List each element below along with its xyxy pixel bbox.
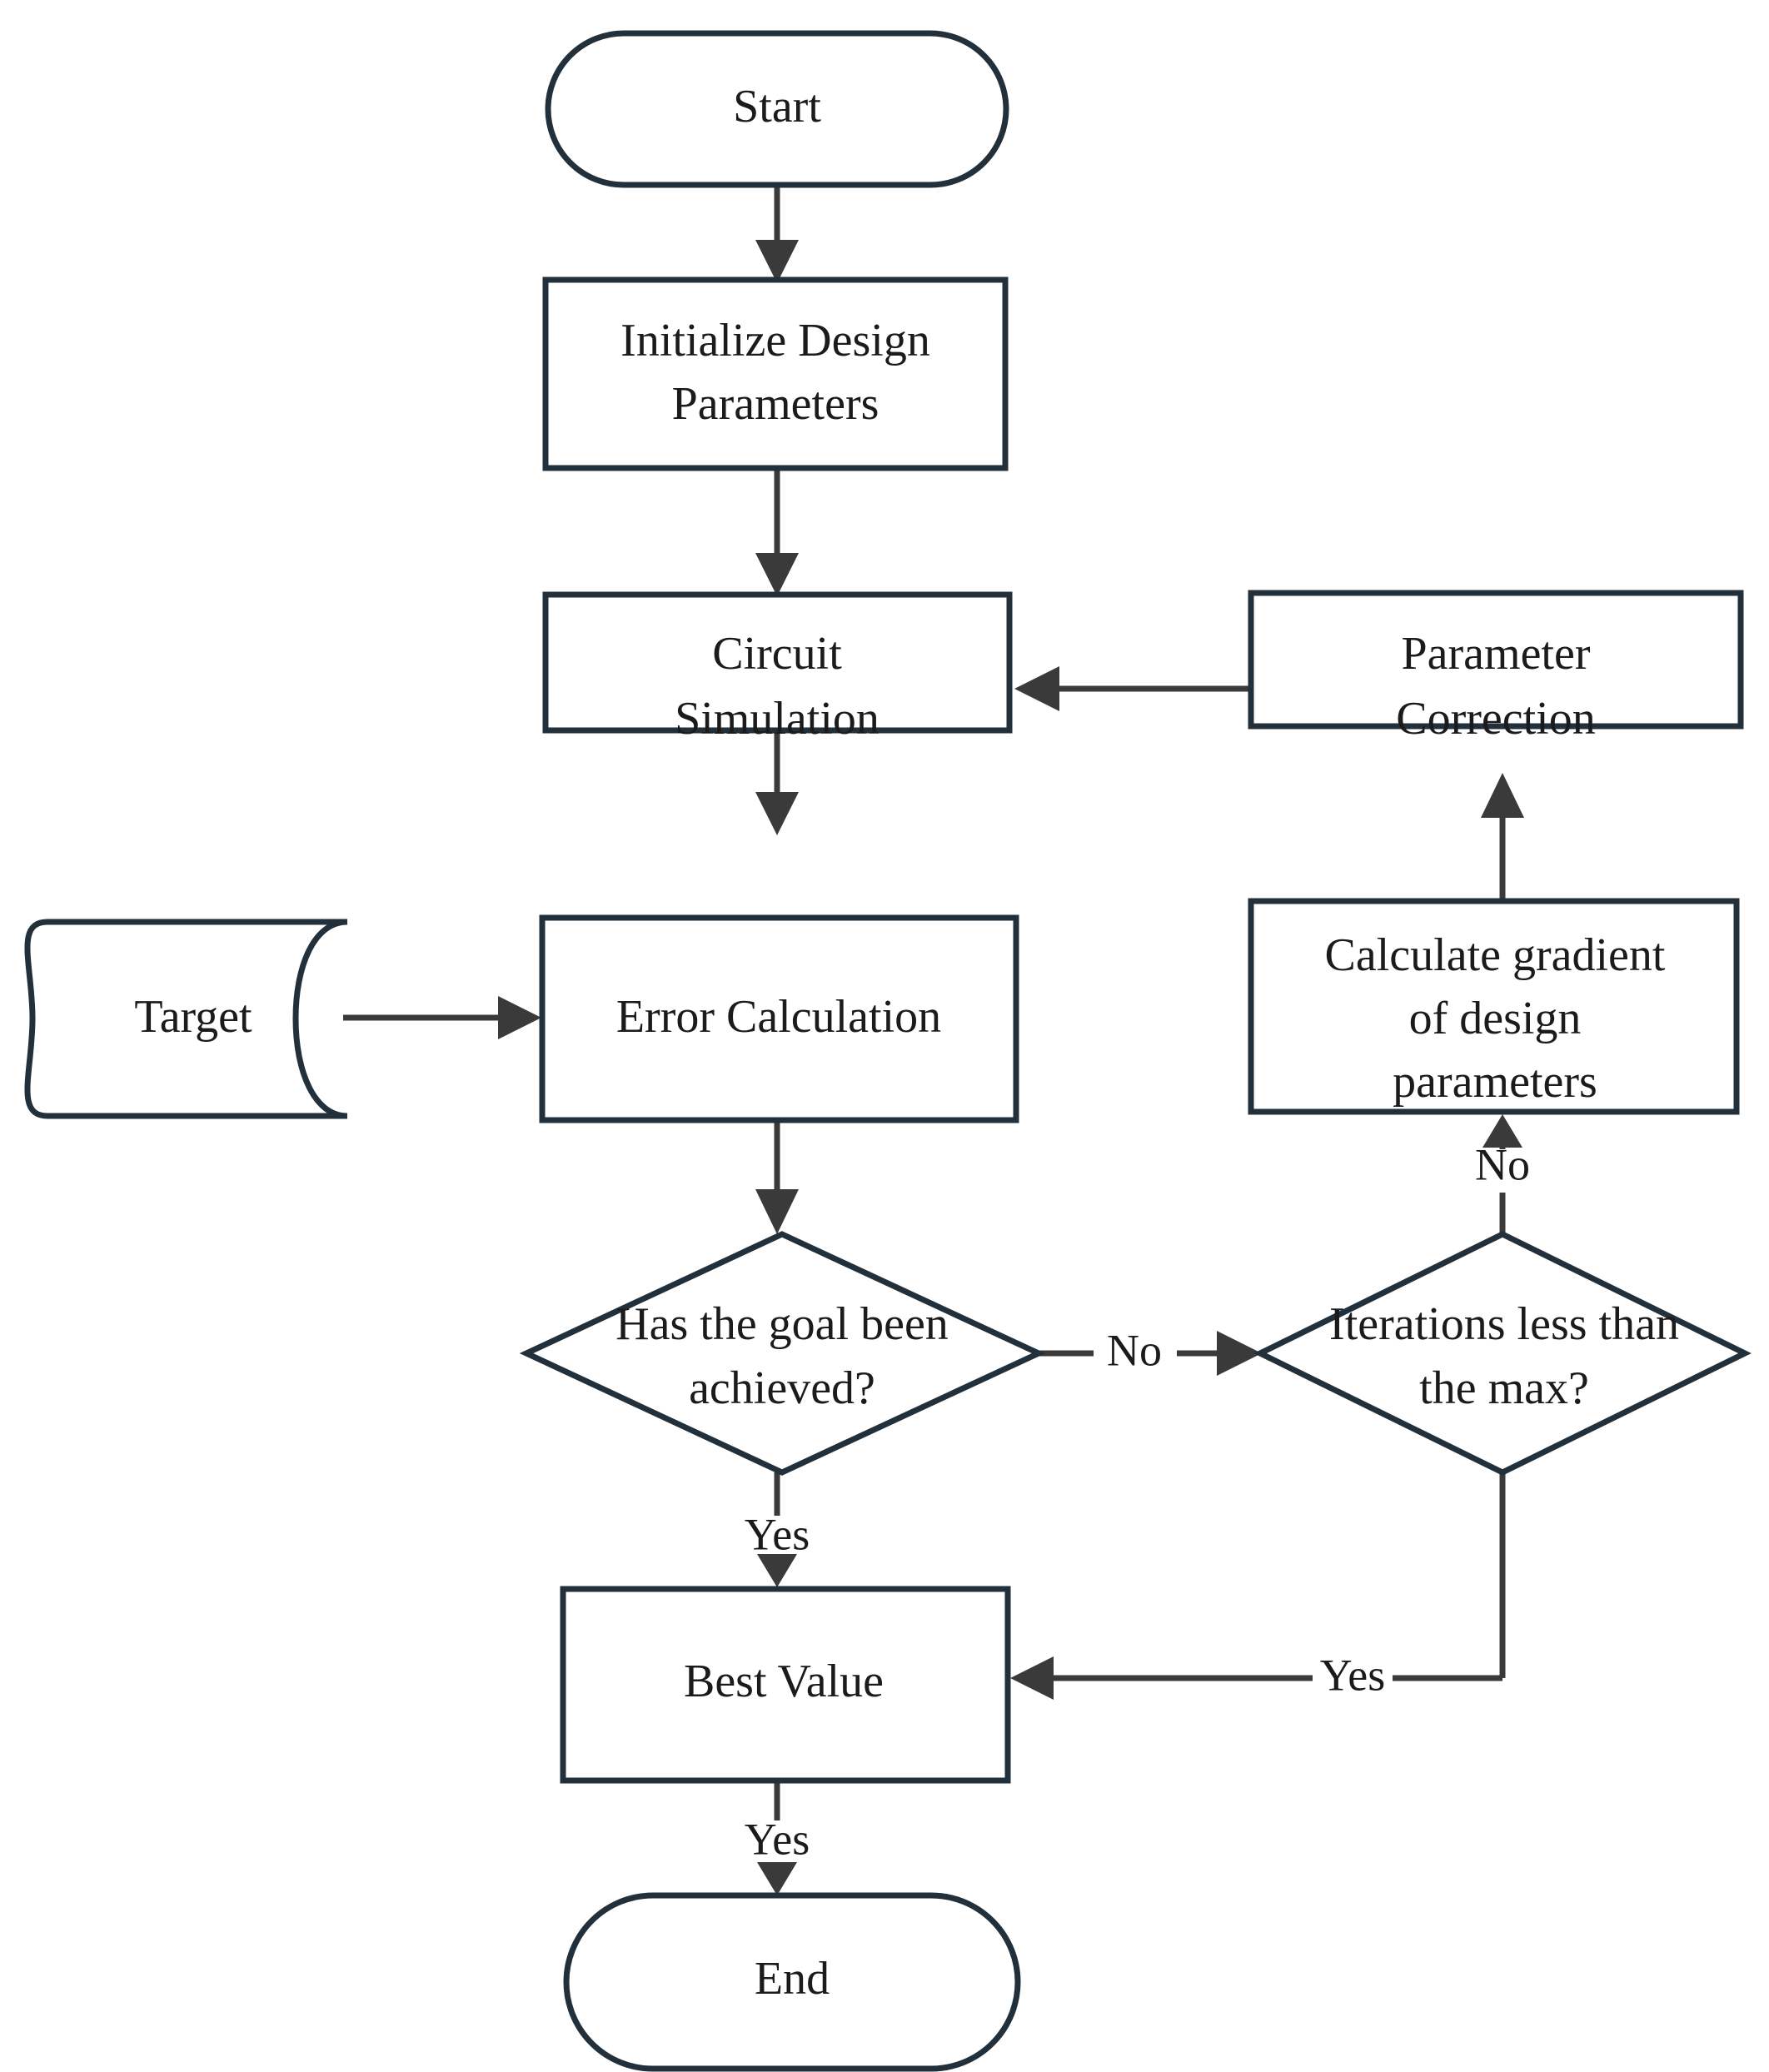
node-goal-decision-label-line1: Has the goal been [615, 1298, 949, 1350]
edge-target-to-error-calculation [343, 996, 541, 1039]
edge-iteration-decision-no-to-gradient: No [1475, 1114, 1530, 1234]
edge-parameter-correction-to-circuit-simulation [1014, 666, 1249, 711]
node-error-calculation[interactable]: Error Calculation [539, 914, 1019, 1123]
edge-goal-decision-no-to-iteration-decision: No [1039, 1325, 1262, 1376]
node-initialize-design-parameters[interactable]: Initialize Design Parameters [542, 276, 1009, 471]
edge-label-iteration-yes: Yes [1320, 1650, 1386, 1700]
node-circuit-simulation[interactable]: Circuit Simulation [542, 591, 1013, 745]
node-parameter-correction-label-line1: Parameter [1402, 628, 1591, 680]
edge-circuit-simulation-to-error-calculation [755, 730, 799, 835]
node-target-label: Target [134, 991, 252, 1043]
node-end-label: End [755, 1953, 830, 2005]
node-error-calculation-label: Error Calculation [616, 991, 941, 1043]
node-iteration-decision-label-line1: Iterations less than [1329, 1298, 1679, 1350]
node-initialize-label-line1: Initialize Design [620, 315, 930, 366]
edge-label-iteration-no: No [1475, 1139, 1530, 1189]
node-start[interactable]: Start [545, 30, 1009, 188]
edge-start-to-initialize [755, 185, 799, 283]
node-parameter-correction-label-line2: Correction [1396, 693, 1595, 745]
edge-iteration-decision-yes-to-best-value: Yes [1010, 1472, 1506, 1700]
node-gradient-label-line3: parameters [1393, 1056, 1597, 1108]
node-circuit-simulation-label-line2: Simulation [675, 693, 880, 745]
node-circuit-simulation-label-line1: Circuit [712, 628, 842, 680]
node-gradient-label-line2: of design [1409, 993, 1582, 1044]
node-iteration-decision[interactable]: Iterations less than the max? [1253, 1231, 1752, 1476]
edge-initialize-to-circuit-simulation [755, 468, 799, 596]
node-initialize-label-line2: Parameters [672, 378, 880, 430]
edge-label-goal-no: No [1107, 1325, 1162, 1375]
node-parameter-correction[interactable]: Parameter Correction [1248, 590, 1744, 745]
node-goal-decision-label-line2: achieved? [689, 1362, 875, 1414]
node-iteration-decision-label-line2: the max? [1419, 1362, 1589, 1414]
node-start-label: Start [733, 81, 821, 132]
node-best-value[interactable]: Best Value [560, 1586, 1011, 1784]
edge-gradient-to-parameter-correction [1481, 773, 1524, 899]
node-goal-decision[interactable]: Has the goal been achieved? [519, 1231, 1046, 1476]
edge-goal-decision-yes-to-best-value: Yes [745, 1472, 810, 1587]
edge-error-calculation-to-goal-decision [755, 1120, 799, 1234]
node-gradient-label-line1: Calculate gradient [1325, 929, 1666, 981]
node-best-value-label: Best Value [684, 1656, 884, 1707]
edge-label-goal-yes: Yes [745, 1509, 810, 1559]
node-end[interactable]: End [563, 1892, 1021, 2072]
node-target[interactable]: Target [24, 919, 348, 1119]
edge-best-value-to-end: Yes [745, 1781, 810, 1895]
node-calculate-gradient[interactable]: Calculate gradient of design parameters [1248, 898, 1740, 1115]
edge-label-best-value-yes: Yes [745, 1814, 810, 1864]
